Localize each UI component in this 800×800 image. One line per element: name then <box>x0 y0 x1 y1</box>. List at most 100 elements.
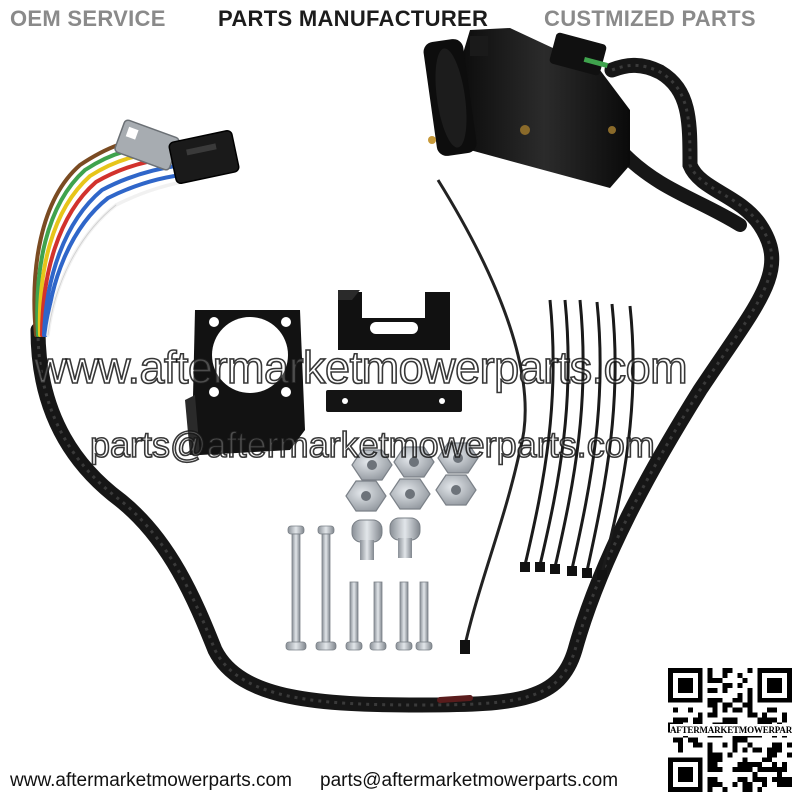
qr-module <box>737 777 743 783</box>
trailer-plug-icon <box>423 28 630 188</box>
qr-module <box>717 767 723 773</box>
qr-module <box>677 687 683 693</box>
qr-module <box>697 777 703 783</box>
qr-module <box>682 777 688 783</box>
qr-module <box>787 742 792 748</box>
qr-module <box>717 757 723 763</box>
qr-module <box>668 677 673 683</box>
qr-module <box>787 692 792 698</box>
qr-module <box>777 772 783 778</box>
qr-module <box>787 782 792 788</box>
qr-module <box>767 717 773 723</box>
cable-ties-set <box>523 299 635 574</box>
qr-module <box>762 697 768 703</box>
qr-module <box>687 767 693 773</box>
qr-module <box>767 682 773 688</box>
qr-module <box>727 702 733 708</box>
qr-module <box>757 692 763 698</box>
qr-module <box>677 767 683 773</box>
qr-module <box>717 752 723 758</box>
qr-module <box>787 687 792 693</box>
qr-module <box>687 707 693 713</box>
qr-module <box>668 687 673 693</box>
qr-module <box>757 677 763 683</box>
qr-module <box>712 757 718 763</box>
qr-module <box>772 677 778 683</box>
qr-module <box>777 782 783 788</box>
qr-module <box>757 672 763 678</box>
qr-module <box>692 757 698 763</box>
qr-module <box>762 712 768 718</box>
qr-module <box>697 682 703 688</box>
qr-module <box>697 782 703 788</box>
qr-module <box>767 767 773 773</box>
qr-module <box>767 668 773 673</box>
qr-module <box>682 772 688 778</box>
qr-module <box>672 717 678 723</box>
qr-module <box>682 668 688 673</box>
qr-module <box>747 762 753 768</box>
banner-parts-manufacturer: PARTS MANUFACTURER <box>218 6 489 31</box>
qr-module <box>742 747 748 753</box>
qr-module <box>687 787 693 792</box>
qr-module <box>677 717 683 723</box>
qr-module <box>762 777 768 783</box>
qr-module <box>677 677 683 683</box>
qr-module <box>757 777 763 783</box>
qr-module <box>682 677 688 683</box>
qr-module <box>722 668 728 673</box>
qr-module <box>772 767 778 773</box>
qr-module <box>757 787 763 792</box>
qr-module <box>677 697 683 703</box>
qr-module <box>782 697 788 703</box>
qr-module <box>747 707 753 713</box>
qr-module <box>772 777 778 783</box>
qr-module <box>782 717 788 723</box>
qr-module <box>737 767 743 773</box>
qr-module <box>722 682 728 688</box>
watermark-site: www.aftermarketmowerparts.com <box>33 341 688 394</box>
banner-oem-service: OEM SERVICE <box>10 6 166 31</box>
qr-module <box>677 777 683 783</box>
qr-module <box>742 777 748 783</box>
qr-module <box>682 757 688 763</box>
qr-module <box>737 692 743 698</box>
qr-module <box>692 737 698 743</box>
qr-module <box>732 717 738 723</box>
qr-module <box>687 737 693 743</box>
qr-module <box>762 757 768 763</box>
qr-module <box>697 757 703 763</box>
qr-module <box>787 677 792 683</box>
qr-module <box>712 697 718 703</box>
qr-module <box>707 672 713 678</box>
qr-module <box>727 752 733 758</box>
qr-module <box>757 687 763 693</box>
qr-module <box>757 697 763 703</box>
qr-module <box>752 747 758 753</box>
qr-module <box>717 697 723 703</box>
qr-module <box>668 757 673 763</box>
qr-module <box>772 697 778 703</box>
qr-module <box>787 777 792 783</box>
qr-module <box>772 742 778 748</box>
qr-module <box>757 668 763 673</box>
qr-module <box>712 702 718 708</box>
qr-module <box>732 782 738 788</box>
qr-module <box>687 668 693 673</box>
qr-module <box>747 767 753 773</box>
qr-module <box>672 668 678 673</box>
qr-module <box>697 687 703 693</box>
qr-module <box>732 697 738 703</box>
qr-module <box>747 712 753 718</box>
qr-module <box>682 717 688 723</box>
qr-module <box>707 752 713 758</box>
qr-module <box>767 677 773 683</box>
qr-module <box>687 677 693 683</box>
qr-module <box>747 787 753 792</box>
qr-module <box>777 777 783 783</box>
qr-module <box>707 687 713 693</box>
qr-module <box>697 767 703 773</box>
qr-module <box>752 762 758 768</box>
qr-module <box>777 697 783 703</box>
